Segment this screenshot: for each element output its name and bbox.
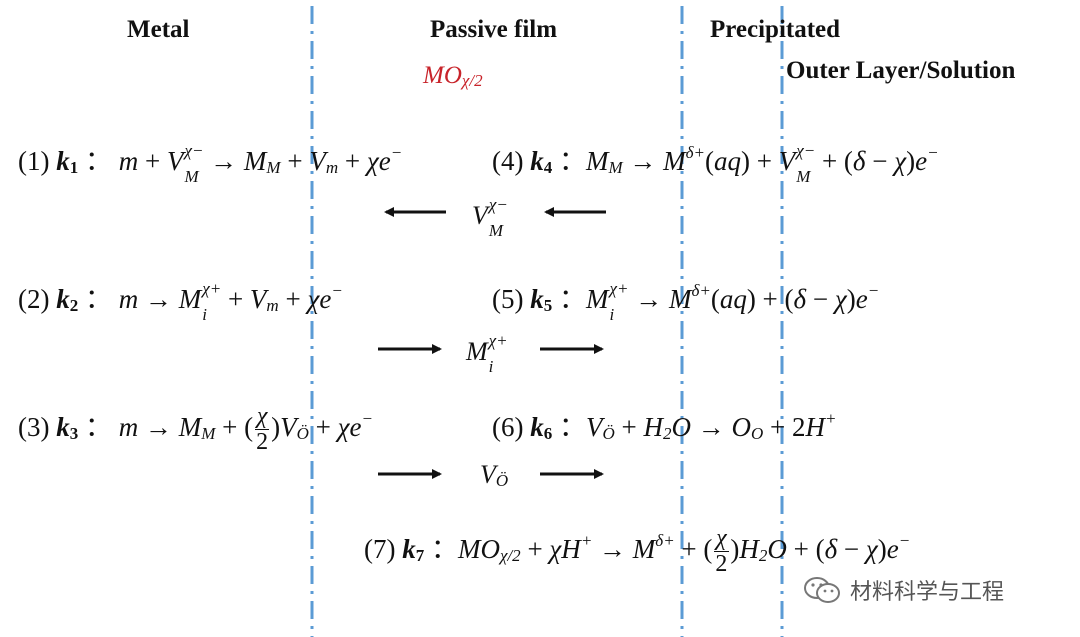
rate-constant-5: k: [530, 284, 544, 315]
species-vo-main: V: [480, 460, 496, 489]
species-vo-sub: Ö: [495, 471, 509, 490]
watermark: 材料科学与工程: [802, 574, 1004, 606]
rate-constant-2-sub: 2: [69, 296, 79, 316]
reaction-6-number: (6): [492, 412, 524, 442]
rate-constant-5-sub: 5: [543, 296, 553, 316]
rate-constant-1-sub: 1: [69, 158, 79, 178]
species-vm-sub: M: [488, 220, 504, 240]
reaction-6: (6) k6 ：VÖ + H2O → OO + 2H+: [492, 409, 837, 443]
species-mi-sub: i: [488, 356, 494, 376]
species-mi-sup: χ+: [488, 331, 508, 350]
film-formula-main: MO: [423, 62, 462, 89]
rate-constant-3-sub: 3: [69, 423, 79, 443]
species-vm-sup: χ−: [488, 195, 508, 214]
rate-constant-6-sub: 6: [543, 424, 553, 443]
rate-constant-4: k: [530, 146, 544, 177]
rate-constant-2: k: [56, 284, 70, 315]
species-vo: VÖ: [480, 460, 508, 490]
rate-constant-6: k: [530, 412, 544, 442]
passive-film-formula: MOχ/2: [423, 62, 483, 90]
reaction-1-number: (1): [18, 146, 50, 177]
header-passive-film: Passive film: [430, 16, 558, 43]
header-outer-layer: Outer Layer/Solution: [786, 57, 1016, 84]
reaction-3-number: (3): [18, 411, 50, 442]
species-mi-main: M: [466, 336, 488, 366]
species-vm-main: V: [472, 200, 488, 230]
rate-constant-7: k: [402, 533, 416, 564]
reaction-5-number: (5): [492, 284, 524, 315]
wechat-icon: [804, 577, 840, 603]
rate-constant-1: k: [56, 146, 70, 177]
reaction-4-number: (4): [492, 146, 524, 177]
rate-constant-7-sub: 7: [415, 545, 425, 565]
header-precipitated: Precipitated: [710, 16, 841, 43]
rate-constant-4-sub: 4: [543, 158, 553, 178]
rate-constant-3: k: [56, 411, 70, 442]
header-metal: Metal: [127, 16, 190, 43]
reaction-2-number: (2): [18, 284, 50, 315]
reaction-7-number: (7): [364, 533, 396, 564]
film-formula-sub: χ/2: [461, 71, 483, 90]
watermark-text: 材料科学与工程: [850, 580, 1005, 605]
